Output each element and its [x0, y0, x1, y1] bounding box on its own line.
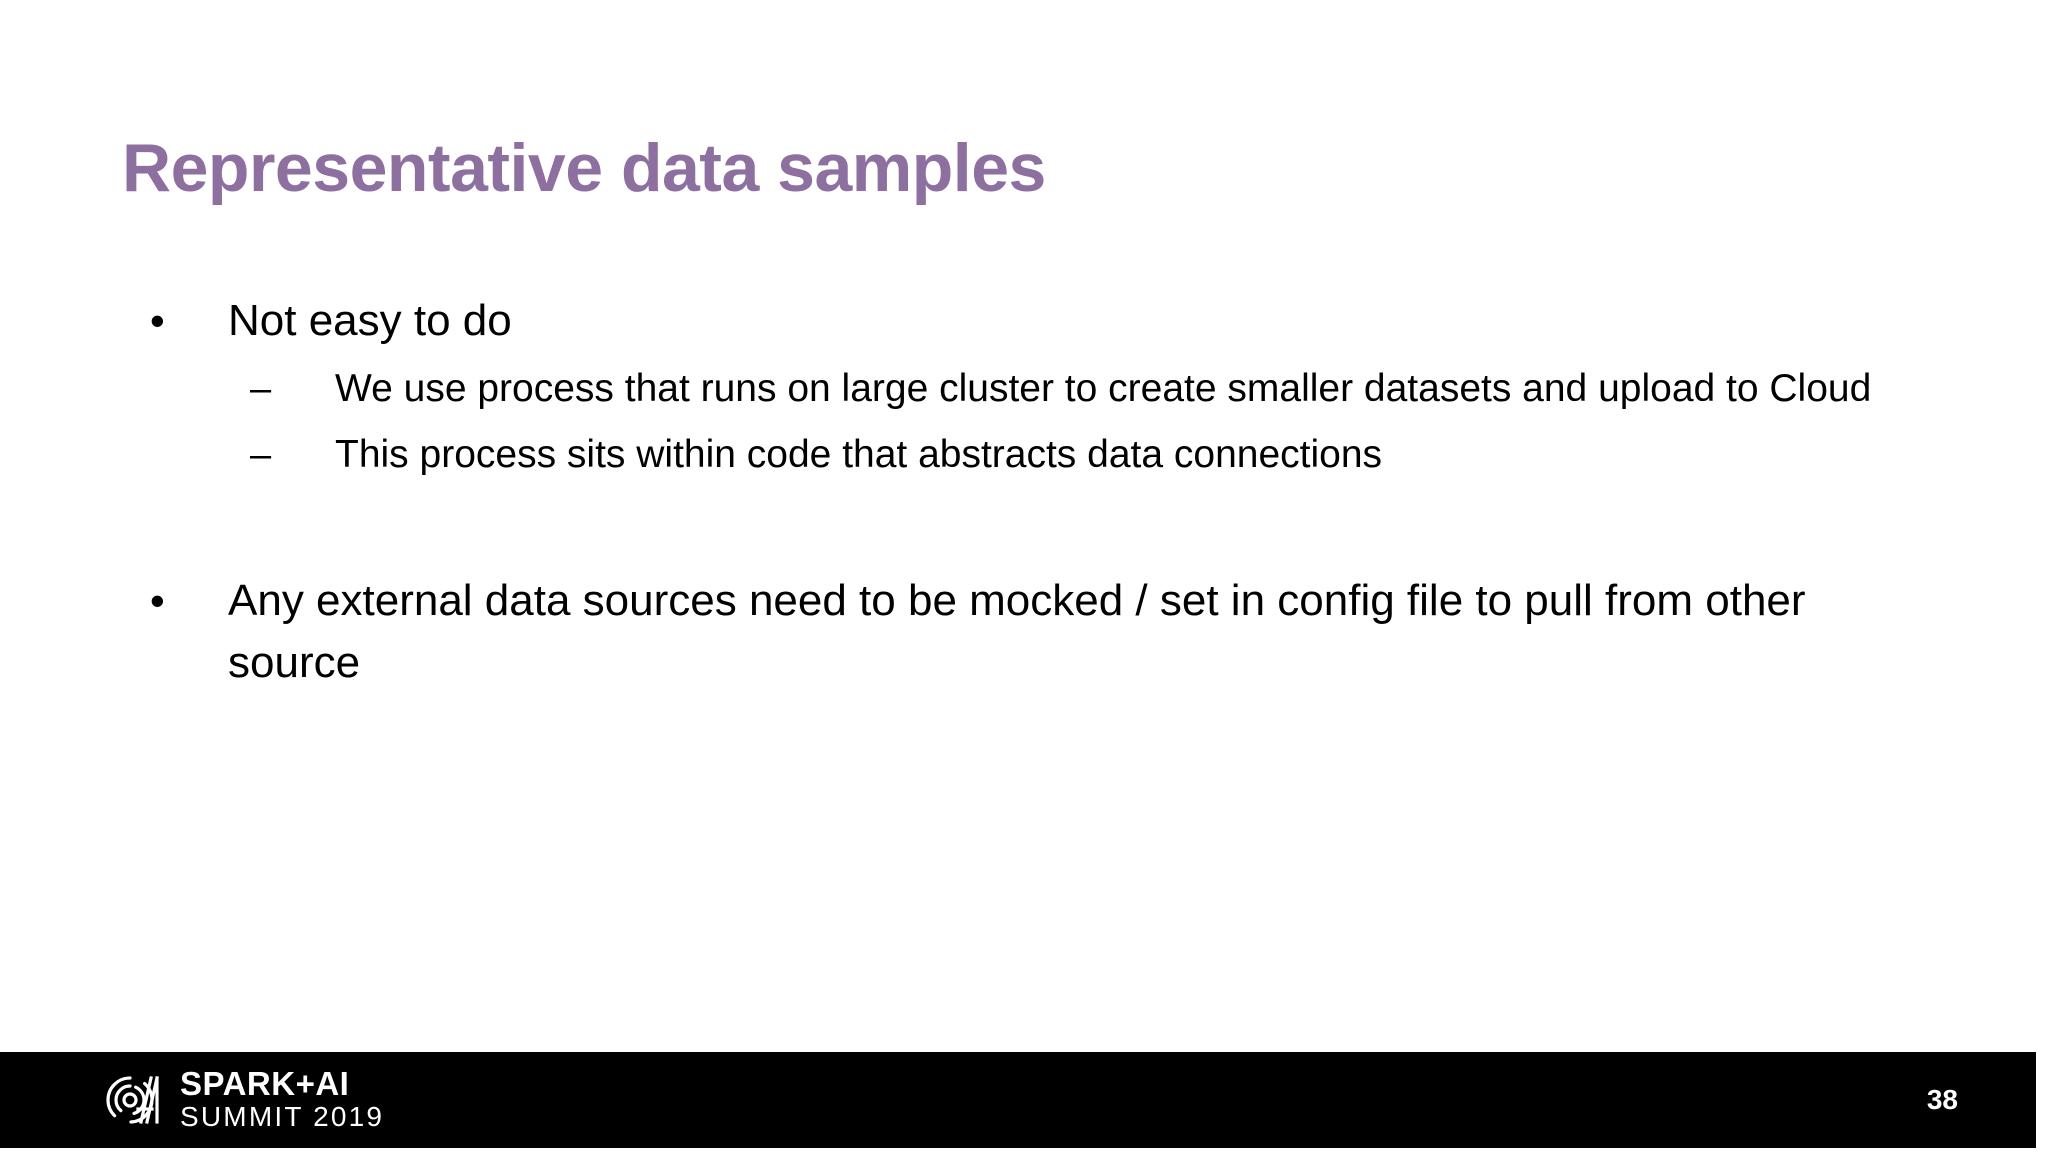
brand-line-primary: SPARK+AI [180, 1065, 350, 1102]
brand-logo: SPARK+AI SUMMIT 2019 [100, 1066, 384, 1134]
brand-wordmark: SPARK+AI SUMMIT 2019 [180, 1067, 384, 1133]
brand-line-secondary: SUMMIT 2019 [180, 1101, 385, 1132]
bullet-text: Not easy to do [228, 296, 512, 345]
bullet-group-1: • Not easy to do – We use process that r… [0, 290, 2048, 484]
bullet-dot-icon: • [150, 577, 165, 624]
bullet-dot-icon: • [150, 297, 165, 344]
page-title: Representative data samples [122, 129, 1046, 206]
slide-body: • Not easy to do – We use process that r… [0, 290, 2048, 694]
bullet-group-2: • Any external data sources need to be m… [0, 570, 2048, 694]
dash-marker-icon: – [250, 434, 272, 476]
sub-bullet-text: We use process that runs on large cluste… [335, 367, 1872, 410]
bullet-item: • Not easy to do [0, 290, 2048, 352]
sub-bullet-text: This process sits within code that abstr… [335, 433, 1383, 476]
bullet-text: Any external data sources need to be moc… [228, 576, 1806, 687]
content-spacer [0, 484, 2048, 570]
page-number: 38 [1926, 1084, 1958, 1115]
spark-summit-spiral-logo-icon [100, 1069, 164, 1131]
sub-bullet-item: – We use process that runs on large clus… [0, 360, 2048, 418]
sub-bullet-item: – This process sits within code that abs… [0, 426, 2048, 484]
dash-marker-icon: – [250, 368, 272, 410]
bullet-item: • Any external data sources need to be m… [0, 570, 2048, 694]
slide-footer: SPARK+AI SUMMIT 2019 38 [0, 1052, 2036, 1148]
